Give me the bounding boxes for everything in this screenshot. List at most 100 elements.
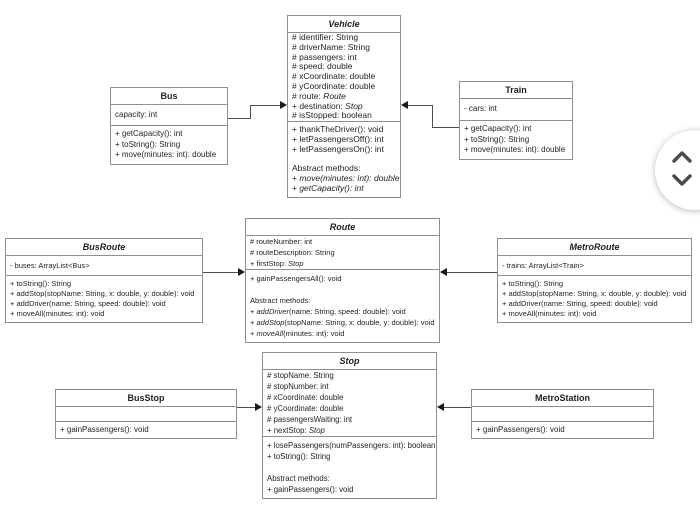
scroll-widget [655, 130, 700, 210]
class-member-row: + toString(): String [502, 279, 564, 288]
class-box-metrostation: MetroStation + gainPassengers(): void [471, 389, 654, 439]
class-member-row: # driverName: String [292, 41, 370, 52]
class-title-route: Route [246, 219, 439, 236]
class-methods-busroute: + toString(): String+ addStop(stopName: … [6, 276, 202, 322]
class-title-train: Train [460, 82, 572, 99]
class-member-row: + addDriver(name: String, speed: double)… [10, 299, 166, 308]
class-member-row: # route: Route [292, 90, 346, 101]
inheritance-arrowhead-busstop-extends-stop [255, 403, 262, 411]
class-member-row: + addDriver(name: String, speed: double)… [250, 307, 406, 316]
class-member-row: + move(minutes: int): double [292, 172, 400, 183]
class-title-busroute: BusRoute [6, 239, 202, 256]
class-member-row: + moveAll(minutes: int): void [10, 309, 105, 318]
class-member-row: # yCoordinate: double [292, 80, 376, 91]
inheritance-line-metrostation-extends-stop [444, 407, 471, 408]
inheritance-arrowhead-bus-extends-vehicle [280, 101, 287, 109]
class-member-row: # stopNumber: int [267, 382, 329, 391]
class-title-vehicle: Vehicle [288, 16, 400, 33]
chevron-down-icon [672, 173, 692, 186]
class-methods-bus: + getCapacity(): int+ toString(): String… [111, 126, 227, 164]
class-member-row: + losePassengers(numPassengers: int): bo… [267, 441, 436, 450]
class-methods-metrostation: + gainPassengers(): void [472, 422, 653, 438]
inheritance-arrowhead-train-extends-vehicle [401, 101, 408, 109]
class-title-metroroute: MetroRoute [498, 239, 691, 256]
class-member-row [267, 462, 432, 473]
class-member-row: # stopName: String [267, 371, 334, 380]
class-member-row: - buses: ArrayList<Bus> [10, 260, 90, 270]
inheritance-line-bus-extends-vehicle [250, 105, 251, 119]
class-title-stop: Stop [263, 353, 436, 370]
class-member-row: + getCapacity(): int [292, 182, 364, 193]
class-member-row: Abstract methods: [250, 296, 311, 305]
class-member-row: # passengers: int [292, 51, 357, 62]
inheritance-arrowhead-busroute-extends-route [238, 268, 245, 276]
class-box-stop: Stop# stopName: String# stopNumber: int#… [262, 352, 437, 499]
class-member-row [250, 284, 435, 295]
class-methods-vehicle: + thankTheDriver(): void+ letPassengersO… [288, 122, 400, 197]
class-member-row: - trains: ArrayList<Train> [502, 260, 584, 270]
class-member-row: + moveAll(minutes: int): void [502, 309, 597, 318]
class-member-row: + gainPassengersAll(): void [250, 274, 342, 283]
class-attributes-metroroute: - trains: ArrayList<Train> [498, 256, 691, 276]
class-box-train: Train - cars: int + getCapacity(): int+ to… [459, 81, 573, 160]
inheritance-arrowhead-metroroute-extends-route [440, 268, 447, 276]
class-member-row: + getCapacity(): int [464, 124, 532, 133]
chevron-up-icon [672, 150, 692, 163]
class-methods-metroroute: + toString(): String+ addStop(stopName: … [498, 276, 691, 322]
class-title-metrostation: MetroStation [472, 390, 653, 407]
class-attributes-vehicle: # identifier: String# driverName: String… [288, 33, 400, 122]
class-member-row: + gainPassengers(): void [476, 425, 565, 434]
inheritance-line-train-extends-vehicle [408, 105, 432, 106]
class-member-row: + nextStop: Stop [267, 426, 325, 435]
class-attributes-busroute: - buses: ArrayList<Bus> [6, 256, 202, 276]
scroll-up-button[interactable] [660, 144, 700, 168]
class-member-row: + move(minutes: int): double [464, 145, 566, 154]
class-member-row: # routeDescription: String [250, 248, 335, 257]
class-methods-stop: + losePassengers(numPassengers: int): bo… [263, 437, 436, 498]
class-member-row: # identifier: String [292, 33, 359, 42]
inheritance-line-bus-extends-vehicle [228, 118, 251, 119]
class-member-row: + addStop(stopName: String, x: double, y… [250, 318, 435, 327]
class-member-row: + thankTheDriver(): void [292, 124, 384, 134]
inheritance-line-metroroute-extends-route [447, 272, 497, 273]
class-member-row: - cars: int [464, 104, 497, 114]
class-box-metroroute: MetroRoute - trains: ArrayList<Train> + to… [497, 238, 692, 323]
inheritance-line-busstop-extends-stop [237, 407, 255, 408]
class-box-bus: Bus capacity: int + getCapacity(): int+ to… [110, 87, 228, 165]
class-methods-busstop: + gainPassengers(): void [56, 422, 236, 438]
class-attributes-bus: capacity: int [111, 105, 227, 126]
class-attributes-busstop [56, 407, 236, 422]
class-member-row: + getCapacity(): int [115, 129, 183, 138]
class-member-row: + toString(): String [267, 452, 331, 461]
class-member-row: + addStop(stopName: String, x: double, y… [10, 289, 195, 298]
class-member-row: + destination: Stop [292, 100, 363, 111]
inheritance-line-bus-extends-vehicle [250, 105, 280, 106]
class-member-row: + addDriver(name: String, speed: double)… [502, 299, 658, 308]
inheritance-arrowhead-metrostation-extends-stop [437, 403, 444, 411]
scroll-down-button[interactable] [660, 168, 700, 192]
class-member-row: + toString(): String [10, 279, 72, 288]
class-member-row: + move(minutes: int): double [115, 150, 217, 159]
class-member-row: # yCoordinate: double [267, 404, 344, 413]
class-member-row: # passengersWaiting: int [267, 415, 353, 424]
class-member-row: + letPassengersOn(): int [292, 143, 384, 154]
class-box-busstop: BusStop+ gainPassengers(): void [55, 389, 237, 439]
class-box-vehicle: Vehicle# identifier: String# driverName:… [287, 15, 401, 198]
class-title-bus: Bus [111, 88, 227, 105]
class-methods-train: + getCapacity(): int+ toString(): String… [460, 121, 572, 159]
class-member-row: # xCoordinate: double [292, 71, 376, 82]
class-member-row: # routeNumber: int [250, 237, 313, 246]
class-member-row: capacity: int [115, 109, 158, 119]
class-member-row: # speed: double [292, 61, 353, 72]
class-attributes-train: - cars: int [460, 99, 572, 121]
class-member-row: Abstract methods: [292, 163, 361, 174]
class-member-row: + toString(): String [464, 134, 530, 144]
class-member-row: # xCoordinate: double [267, 393, 344, 402]
class-attributes-stop: # stopName: String # stopNumber: int # xCo… [263, 370, 436, 437]
class-member-row: # isStopped: boolean [292, 110, 372, 121]
class-methods-route: + gainPassengersAll(): void Abstract met… [246, 270, 439, 342]
class-member-row: Abstract methods: [267, 474, 330, 483]
inheritance-line-train-extends-vehicle [432, 127, 459, 128]
class-member-row: + letPassengersOff(): int [292, 133, 384, 144]
